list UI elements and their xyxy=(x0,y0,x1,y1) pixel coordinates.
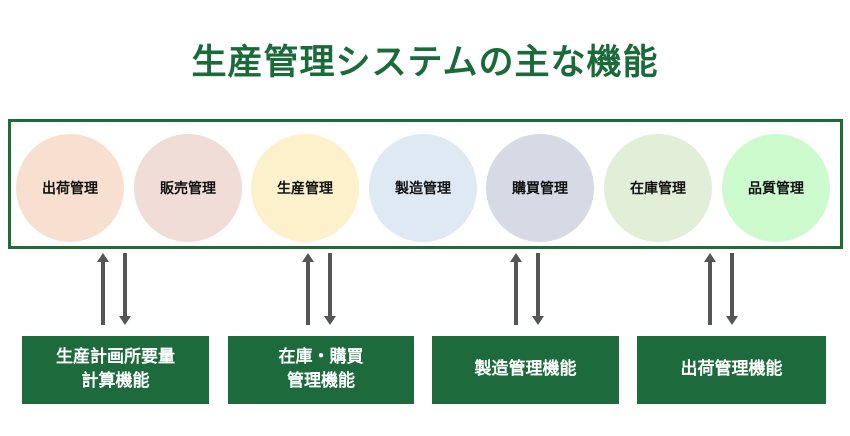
arrow-up-icon xyxy=(97,253,109,325)
module-circle: 購買管理 xyxy=(486,134,594,242)
arrow-up-icon xyxy=(510,253,522,325)
module-circle: 生産管理 xyxy=(251,134,359,242)
module-label: 販売管理 xyxy=(160,181,216,197)
module-circle: 品質管理 xyxy=(722,134,830,242)
arrow-down-icon xyxy=(119,253,131,325)
function-box: 在庫・購買 管理機能 xyxy=(228,336,414,404)
function-label: 在庫・購買 管理機能 xyxy=(278,347,364,391)
module-label: 製造管理 xyxy=(395,181,451,197)
module-circle: 出荷管理 xyxy=(16,134,124,242)
module-label: 出荷管理 xyxy=(42,181,98,197)
function-label: 生産計画所要量 計算機能 xyxy=(56,347,175,391)
function-label: 出荷管理機能 xyxy=(680,359,783,380)
arrow-down-icon xyxy=(726,253,738,325)
module-label: 購買管理 xyxy=(512,181,568,197)
arrow-down-icon xyxy=(324,253,336,325)
function-box: 出荷管理機能 xyxy=(637,336,826,404)
arrow-up-icon xyxy=(704,253,716,325)
function-box: 生産計画所要量 計算機能 xyxy=(22,336,209,404)
module-label: 在庫管理 xyxy=(630,181,686,197)
module-circle: 製造管理 xyxy=(369,134,477,242)
module-label: 品質管理 xyxy=(748,181,804,197)
arrow-up-icon xyxy=(302,253,314,325)
function-label: 製造管理機能 xyxy=(474,359,577,380)
module-circle: 在庫管理 xyxy=(604,134,712,242)
modules-frame xyxy=(8,119,843,249)
page-title: 生産管理システムの主な機能 xyxy=(191,43,659,83)
module-circle: 販売管理 xyxy=(134,134,242,242)
arrow-down-icon xyxy=(532,253,544,325)
function-box: 製造管理機能 xyxy=(432,336,619,404)
module-label: 生産管理 xyxy=(277,181,333,197)
